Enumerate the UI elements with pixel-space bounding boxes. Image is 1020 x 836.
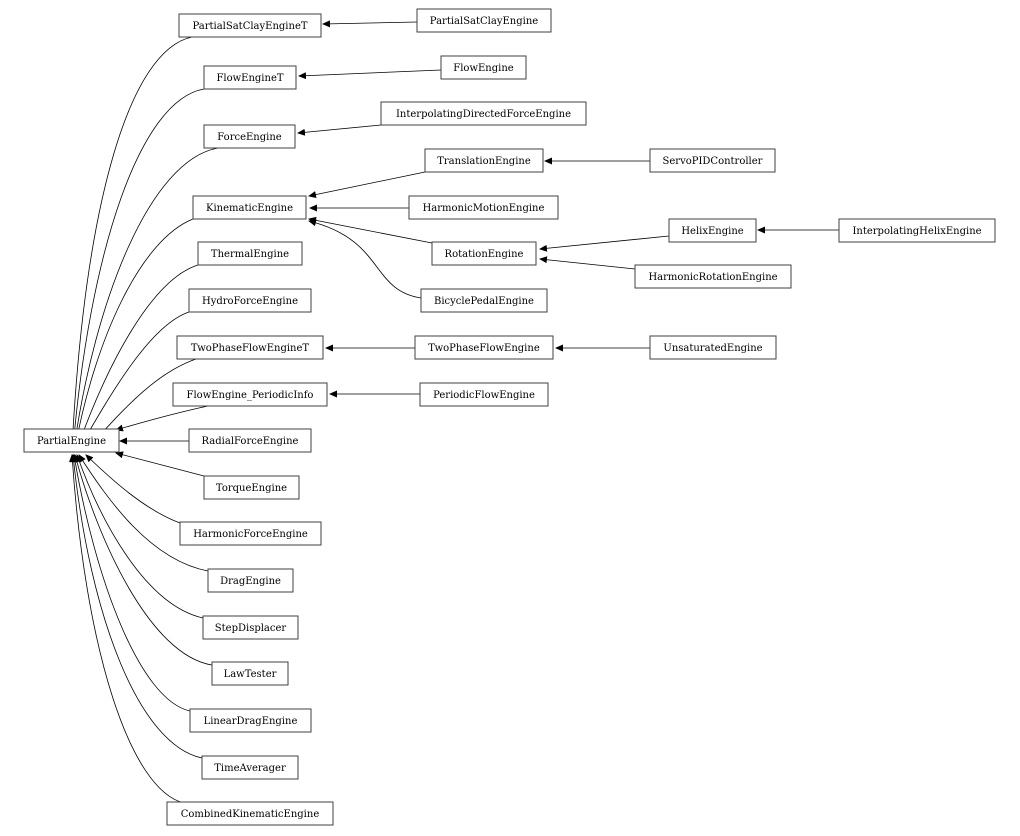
node-label: HydroForceEngine xyxy=(202,296,298,307)
node-kinematicengine[interactable]: KinematicEngine xyxy=(192,195,307,220)
node-label: StepDisplacer xyxy=(215,623,287,634)
edge-partialsatclayengine-to-partialsatclayenginet xyxy=(322,20,418,28)
edge-stepdisplacer-to-partialengine xyxy=(76,454,204,619)
node-label: FlowEngineT xyxy=(216,73,283,84)
edge-rotationengine-to-kinematicengine xyxy=(308,216,433,244)
edge-helixengine-to-rotationengine xyxy=(539,235,670,252)
edge-flowengineperiodicinfo-to-partialengine xyxy=(115,405,209,432)
node-label: HarmonicRotationEngine xyxy=(648,272,777,283)
node-label: KinematicEngine xyxy=(206,203,293,214)
edge-thermalengine-to-partialengine xyxy=(76,264,199,450)
node-lawtester[interactable]: LawTester xyxy=(211,661,289,686)
node-label: PartialEngine xyxy=(37,436,106,447)
node-flowengineperiodicinfo[interactable]: FlowEngine_PeriodicInfo xyxy=(172,382,328,407)
node-bicyclepedalengine[interactable]: BicyclePedalEngine xyxy=(420,288,548,313)
node-servopidcontroller[interactable]: ServoPIDController xyxy=(649,148,776,173)
node-twophaseflowengine[interactable]: TwoPhaseFlowEngine xyxy=(414,335,554,360)
edge-lineardragengine-to-partialengine xyxy=(71,454,191,712)
node-label: HarmonicForceEngine xyxy=(193,529,308,540)
node-partialsatclayengine[interactable]: PartialSatClayEngine xyxy=(416,8,552,33)
edge-flowenginet-to-partialengine xyxy=(70,88,205,449)
node-torqueengine[interactable]: TorqueEngine xyxy=(203,475,300,500)
node-label: TranslationEngine xyxy=(437,156,531,167)
node-lineardragengine[interactable]: LinearDragEngine xyxy=(189,708,312,733)
node-label: UnsaturatedEngine xyxy=(663,343,762,354)
node-label: ForceEngine xyxy=(217,132,281,143)
node-partialsatclayenginet[interactable]: PartialSatClayEngineT xyxy=(178,13,322,38)
node-periodicflowengine[interactable]: PeriodicFlowEngine xyxy=(419,382,549,407)
edge-bicyclepedalengine-to-kinematicengine xyxy=(308,219,422,299)
edge-partialsatclayenginet-to-partialengine xyxy=(68,36,193,449)
node-partialengine[interactable]: PartialEngine xyxy=(23,428,120,453)
node-unsaturatedengine[interactable]: UnsaturatedEngine xyxy=(649,335,777,360)
node-label: FlowEngine_PeriodicInfo xyxy=(187,390,314,401)
node-label: CombinedKinematicEngine xyxy=(181,809,320,820)
node-label: InterpolatingHelixEngine xyxy=(852,226,981,237)
node-label: ThermalEngine xyxy=(211,249,289,260)
node-label: InterpolatingDirectedForceEngine xyxy=(396,109,571,120)
node-label: HarmonicMotionEngine xyxy=(423,203,545,214)
edge-timeaverager-to-partialengine xyxy=(70,454,203,759)
edge-lawtester-to-partialengine xyxy=(73,454,213,666)
node-radialforceengine[interactable]: RadialForceEngine xyxy=(188,428,312,453)
node-thermalengine[interactable]: ThermalEngine xyxy=(197,241,303,266)
node-harmonicmotionengine[interactable]: HarmonicMotionEngine xyxy=(408,195,559,220)
node-label: PartialSatClayEngineT xyxy=(192,21,307,32)
node-combinedkinematicengine[interactable]: CombinedKinematicEngine xyxy=(166,801,334,826)
node-interpolatingdirectedforceengine[interactable]: InterpolatingDirectedForceEngine xyxy=(380,101,587,126)
node-harmonicforceengine[interactable]: HarmonicForceEngine xyxy=(179,521,322,546)
node-label: TwoPhaseFlowEngineT xyxy=(191,343,309,354)
node-label: TorqueEngine xyxy=(216,483,287,494)
node-twophaseflowenginet[interactable]: TwoPhaseFlowEngineT xyxy=(176,335,324,360)
node-flowenginet[interactable]: FlowEngineT xyxy=(203,65,297,90)
edge-forceengine-to-partialengine xyxy=(71,147,219,449)
node-label: ServoPIDController xyxy=(663,156,763,167)
node-label: DragEngine xyxy=(220,576,281,587)
node-label: TwoPhaseFlowEngine xyxy=(428,343,540,354)
node-helixengine[interactable]: HelixEngine xyxy=(668,218,757,243)
edge-combinedkinematicengine-to-partialengine xyxy=(68,454,185,804)
edge-harmonicforceengine-to-partialengine xyxy=(85,454,181,524)
node-harmonicrotationengine[interactable]: HarmonicRotationEngine xyxy=(634,264,792,289)
node-flowengine[interactable]: FlowEngine xyxy=(440,55,527,80)
node-label: LinearDragEngine xyxy=(204,716,298,727)
node-translationengine[interactable]: TranslationEngine xyxy=(424,148,544,173)
node-stepdisplacer[interactable]: StepDisplacer xyxy=(202,615,299,640)
node-label: RotationEngine xyxy=(445,249,524,260)
node-dragengine[interactable]: DragEngine xyxy=(207,568,294,593)
edge-interpolatingdirectedforceengine-to-forceengine xyxy=(297,124,382,136)
node-rotationengine[interactable]: RotationEngine xyxy=(431,241,537,266)
edge-harmonicrotationengine-to-rotationengine xyxy=(539,256,636,270)
node-interpolatinghelixengine[interactable]: InterpolatingHelixEngine xyxy=(838,218,996,243)
node-forceengine[interactable]: ForceEngine xyxy=(203,124,296,149)
edge-flowengine-to-flowenginet xyxy=(298,69,442,80)
node-label: BicyclePedalEngine xyxy=(434,296,534,307)
node-label: PeriodicFlowEngine xyxy=(433,390,535,401)
node-timeaverager[interactable]: TimeAverager xyxy=(201,755,299,780)
node-label: TimeAverager xyxy=(214,763,286,774)
node-label: HelixEngine xyxy=(681,226,743,237)
edge-hydroforceengine-to-partialengine xyxy=(78,311,190,450)
edge-dragengine-to-partialengine xyxy=(78,454,209,572)
edge-translationengine-to-kinematicengine xyxy=(308,171,426,199)
node-hydroforceengine[interactable]: HydroForceEngine xyxy=(188,288,312,313)
node-label: PartialSatClayEngine xyxy=(430,16,538,27)
node-label: LawTester xyxy=(224,669,277,680)
edge-kinematicengine-to-partialengine xyxy=(72,218,194,449)
node-label: RadialForceEngine xyxy=(202,436,299,447)
node-label: FlowEngine xyxy=(453,63,513,74)
edge-torqueengine-to-partialengine xyxy=(115,451,205,477)
